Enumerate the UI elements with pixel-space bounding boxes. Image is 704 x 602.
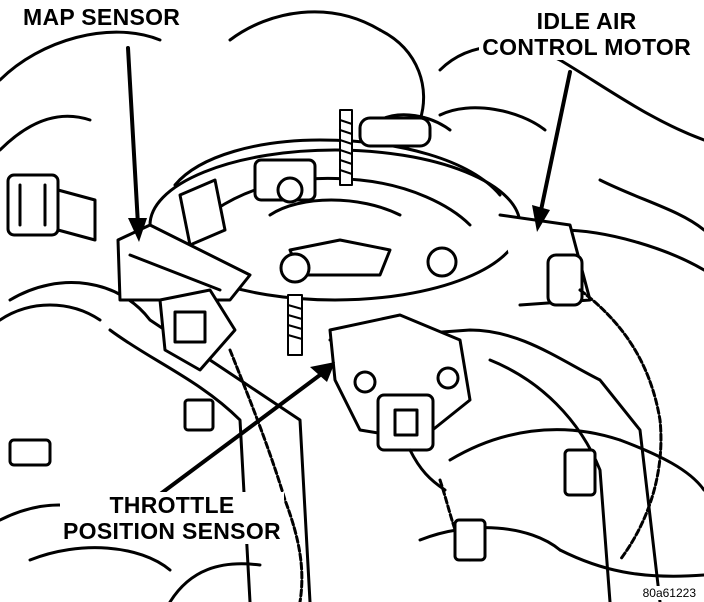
throttle-line1: THROTTLE [109, 492, 235, 518]
throttle-line2: POSITION SENSOR [63, 518, 281, 544]
map-sensor-part [116, 223, 252, 372]
intake-manifold [8, 281, 662, 602]
idle-air-line1: IDLE AIR [536, 8, 637, 34]
tps-part [328, 313, 472, 492]
figure-id: 80a61223 [640, 586, 698, 600]
idle-air-control-motor-label: IDLE AIR CONTROL MOTOR [479, 8, 694, 60]
iac-motor-part [358, 106, 592, 307]
left-clamp [6, 173, 97, 242]
throttle-position-sensor-label: THROTTLE POSITION SENSOR [60, 492, 284, 544]
lower-bolts [8, 398, 597, 562]
throttle-body [148, 138, 522, 302]
studs [287, 109, 353, 356]
idle-air-line2: CONTROL MOTOR [482, 34, 691, 60]
map-sensor-label: MAP SENSOR [20, 4, 184, 30]
pointer-arrows [126, 46, 572, 500]
map-sensor-text: MAP SENSOR [23, 4, 181, 30]
